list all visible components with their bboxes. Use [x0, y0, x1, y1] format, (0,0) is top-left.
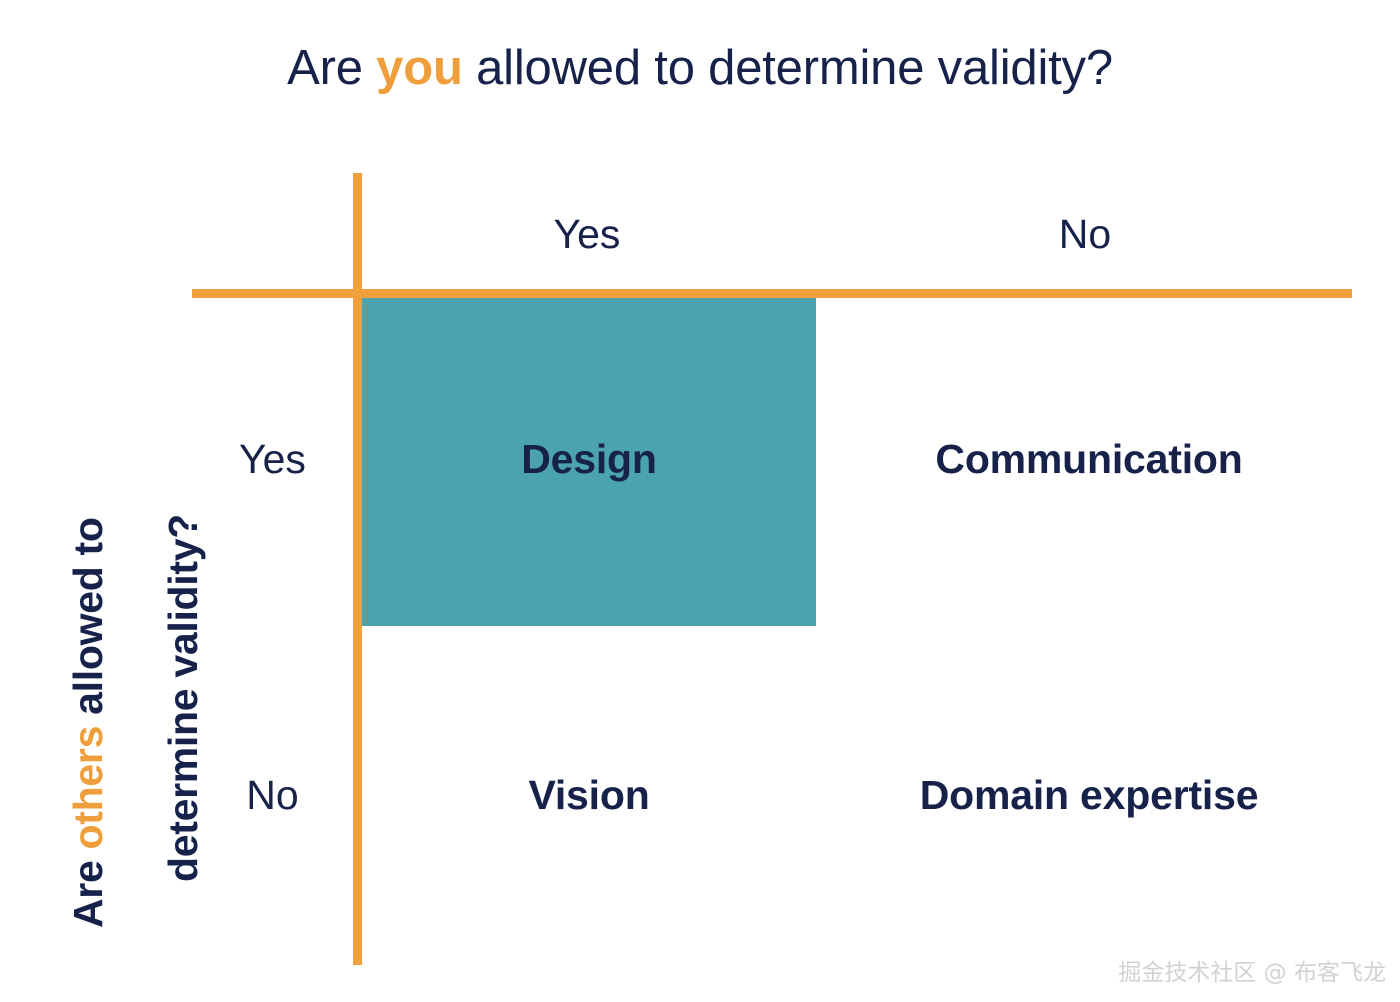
row-header-yes: Yes [239, 436, 306, 482]
watermark: 掘金技术社区 @ 布客飞龙 [1118, 960, 1386, 986]
page-title-prefix: Are [287, 41, 377, 95]
vertical-axis-line [353, 173, 362, 965]
cell-label-vision: Vision [528, 772, 650, 818]
y-axis-caption-suffix: allowed to [65, 517, 111, 726]
y-axis-caption-accent: others [65, 725, 111, 850]
page-title-suffix: allowed to determine validity? [462, 41, 1113, 95]
y-axis-caption: Are others allowed to determine validity… [0, 0, 206, 1002]
cell-label-communication: Communication [935, 436, 1243, 482]
y-axis-caption-line-2: determine validity? [160, 514, 206, 882]
y-axis-caption-prefix: Are [65, 849, 111, 928]
column-header-yes: Yes [553, 211, 621, 257]
highlighted-quadrant-design [362, 298, 816, 626]
horizontal-axis-line [192, 289, 1352, 298]
page-title: Are you allowed to determine validity? [0, 38, 1400, 98]
page-title-accent: you [376, 41, 463, 95]
column-header-no: No [1058, 211, 1112, 257]
row-header-no: No [246, 772, 299, 818]
y-axis-caption-line-1: Are others allowed to [65, 517, 111, 928]
cell-label-design: Design [521, 436, 657, 482]
cell-label-domain-expertise: Domain expertise [919, 772, 1259, 818]
